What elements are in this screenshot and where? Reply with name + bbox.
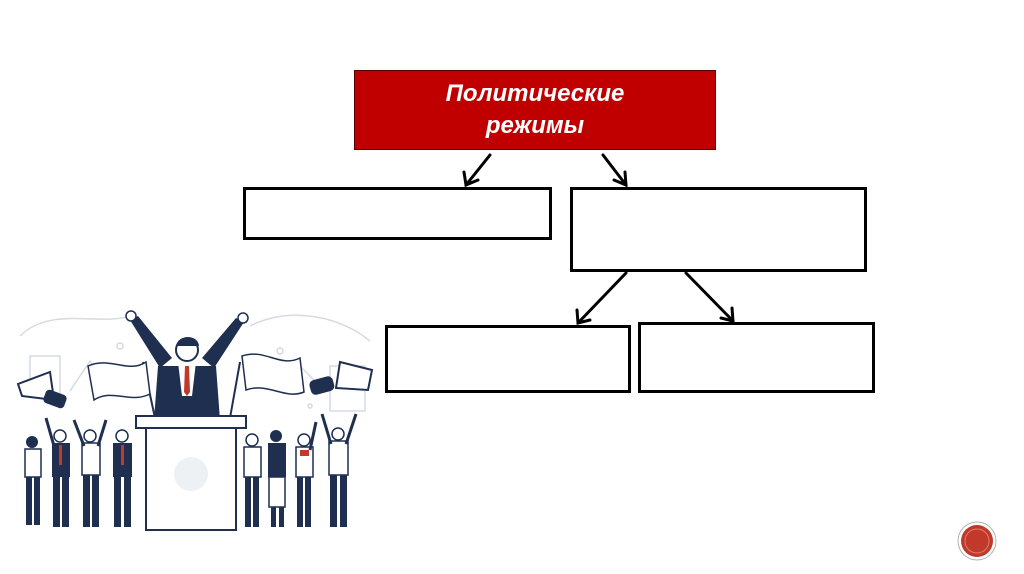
person xyxy=(243,433,262,527)
diagram-box-bottom-right xyxy=(638,322,875,393)
flags xyxy=(87,353,305,419)
diagram-title: Политические режимы xyxy=(445,80,625,139)
megaphone-left-icon xyxy=(16,370,67,409)
person xyxy=(295,421,318,527)
speaker-figure xyxy=(125,310,249,420)
political-rally-illustration xyxy=(16,310,374,531)
arrow-title-to-left xyxy=(462,153,492,188)
crowd-right xyxy=(243,413,358,527)
crowd-left xyxy=(24,417,132,527)
diagram-box-left xyxy=(243,187,552,240)
person xyxy=(113,429,132,527)
arrow-title-to-right xyxy=(601,153,628,188)
arrow-right-to-bottom-left xyxy=(575,271,628,325)
person xyxy=(44,417,70,527)
person xyxy=(268,430,286,527)
person xyxy=(320,413,358,527)
person xyxy=(72,419,108,527)
diagram-title-box: Политические режимы xyxy=(354,70,716,150)
diagram-box-right xyxy=(570,187,867,272)
megaphone-right-icon xyxy=(309,360,374,395)
person xyxy=(24,436,42,525)
nav-circle-icon[interactable] xyxy=(957,521,997,561)
arrow-right-to-bottom-right xyxy=(684,271,735,323)
diagram-box-bottom-left xyxy=(385,325,631,393)
podium xyxy=(135,399,247,531)
